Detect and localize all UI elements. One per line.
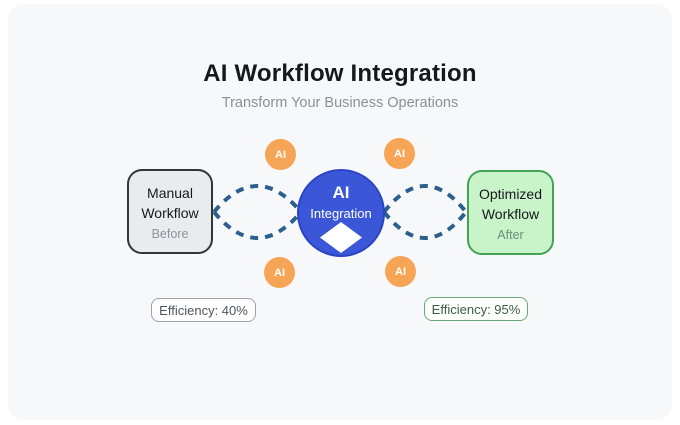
center-node-line1: AI (332, 183, 350, 202)
manual-node-line1: Manual (147, 184, 193, 201)
page-subtitle: Transform Your Business Operations (221, 95, 459, 111)
ai-bubble: AI (385, 256, 416, 287)
efficiency-badge-after: Efficiency: 95% (424, 297, 528, 321)
diamond-icon (320, 222, 362, 253)
manual-node-line2: Workflow (141, 204, 199, 221)
optimized-node-line2: Workflow (481, 205, 540, 222)
ai-bubble: AI (265, 139, 296, 170)
connector-right-bottom-arc (382, 210, 468, 240)
ai-bubble: AI (384, 138, 415, 169)
manual-workflow-node: Manual Workflow Before (127, 169, 213, 254)
optimized-node-tag: After (497, 227, 524, 242)
connector-left-top-arc (212, 184, 303, 214)
center-node-line2: Integration (310, 206, 372, 221)
ai-integration-node: AI Integration (297, 169, 385, 257)
connector-right-top-arc (382, 184, 468, 214)
optimized-node-line1: Optimized (478, 185, 543, 202)
manual-node-tag: Before (151, 226, 189, 241)
page-title: AI Workflow Integration (203, 60, 477, 87)
connector-left-bottom-arc (212, 210, 303, 240)
efficiency-badge-before: Efficiency: 40% (151, 298, 256, 322)
ai-bubble: AI (264, 257, 295, 288)
optimized-workflow-node: Optimized Workflow After (467, 170, 554, 255)
